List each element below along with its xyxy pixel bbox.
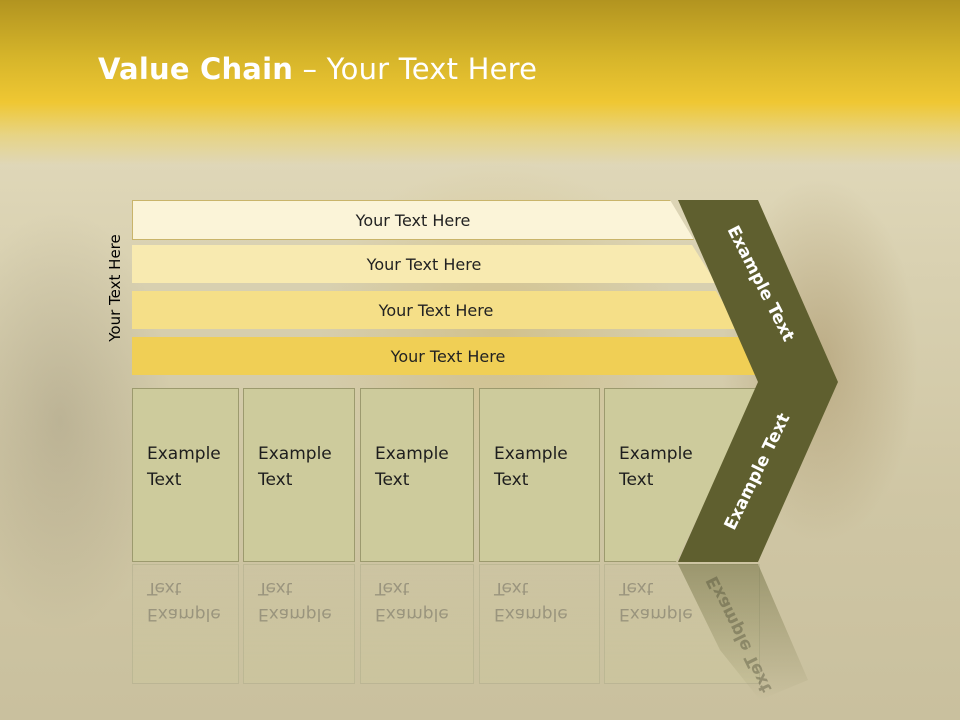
support-bar-3-label: Your Text Here [378,300,494,320]
support-bar-1-label: Your Text Here [355,210,471,230]
support-bar-2-label: Your Text Here [366,254,482,274]
activity-box-3: Example Text [360,388,474,562]
support-bar-1: Your Text Here [132,200,694,240]
activity-box-1: Example Text [132,388,239,562]
activity-box-1-line1: Example [147,444,221,464]
activity-box-3-line1: Example [375,444,449,464]
activity-box-4: Example Text [479,388,600,562]
support-bar-4-label: Your Text Here [390,346,506,366]
activity-box-4-line1: Example [494,444,568,464]
activity-box-4-line2: Text [494,470,529,490]
title-banner [0,0,960,165]
activity-box-3-line2: Text [375,470,410,490]
activity-box-5-line1: Example [619,444,693,464]
slide-title-bold: Value Chain [98,52,294,86]
activity-box-2: Example Text [243,388,355,562]
activity-box-2-line2: Text [258,470,293,490]
activity-box-5-line2: Text [619,470,654,490]
activity-box-2-line1: Example [258,444,332,464]
chevron-reflection [678,564,808,700]
support-bar-3: Your Text Here [132,291,740,329]
slide-title: Value Chain – Your Text Here [98,52,537,86]
support-bar-2: Your Text Here [132,245,716,283]
activity-box-1-line2: Text [147,470,182,490]
slide-title-rest: – Your Text Here [293,52,538,86]
chevron-shape [678,200,838,562]
support-bar-4: Your Text Here [132,337,764,375]
